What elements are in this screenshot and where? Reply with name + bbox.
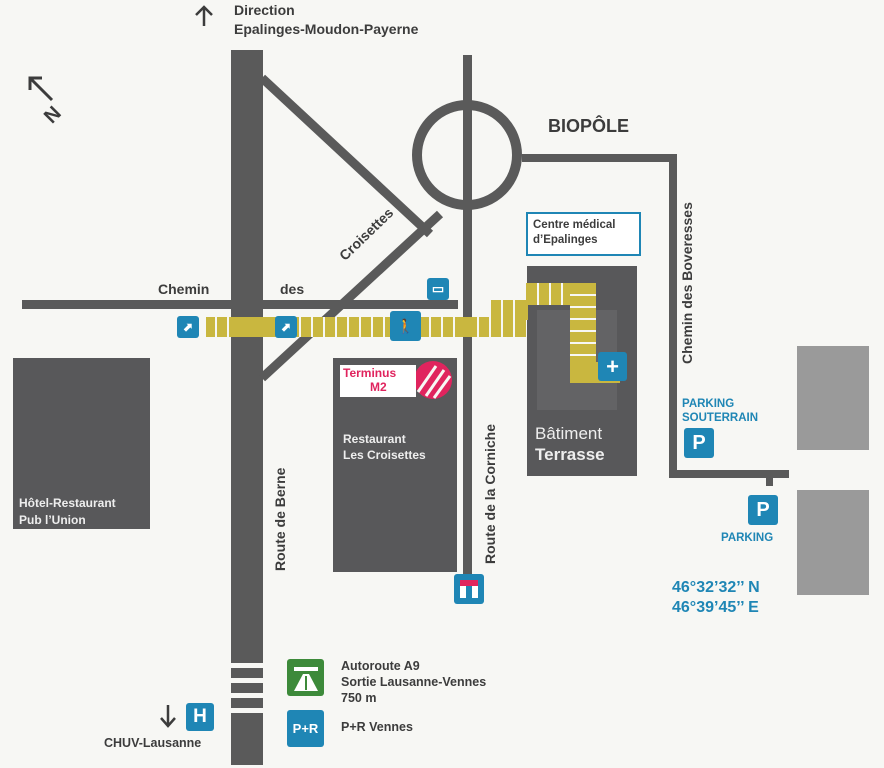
hotel-line2: Pub l’Union <box>19 513 86 527</box>
hospital-label: CHUV-Lausanne <box>104 736 202 750</box>
direction-title: Direction <box>234 2 295 18</box>
motorway-shape <box>293 666 318 691</box>
coordinates-lat: 46°32’32’’ N <box>672 579 760 596</box>
road-chemin-label: Chemin <box>158 281 210 297</box>
hotel-building <box>13 358 150 529</box>
restaurant-line2: Les Croisettes <box>343 448 426 462</box>
batiment-label: Bâtiment Terrasse <box>535 423 605 465</box>
biopole-label: BIOPÔLE <box>548 116 630 136</box>
centre-medical-line2: d’Epalinges <box>533 234 598 246</box>
terminus-line1: Terminus <box>343 366 397 380</box>
parking-souterrain-line1: PARKING <box>682 398 735 410</box>
parking-label: PARKING <box>721 532 774 544</box>
chemin-des-croisettes-road <box>22 300 458 309</box>
roundabout <box>412 100 522 210</box>
park-and-ride-label: P+R Vennes <box>341 720 413 734</box>
connector-diagonal-road <box>258 210 444 382</box>
centre-medical-line1: Centre médical <box>533 219 616 231</box>
batiment-line2: Terrasse <box>535 445 605 464</box>
autoroute-line1: Autoroute A9 <box>341 659 420 673</box>
restaurant-label: Restaurant Les Croisettes <box>343 431 426 463</box>
road-des-label: des <box>280 281 305 297</box>
compass-arrow-icon <box>28 76 54 102</box>
coordinates-lon: 46°39’45’’ E <box>672 599 759 616</box>
route-de-berne-road <box>231 50 263 765</box>
centre-medical-frame <box>526 212 641 256</box>
parking-souterrain-icon: P <box>684 428 714 458</box>
batiment-line1: Bâtiment <box>535 424 603 443</box>
parking-icon: P <box>748 495 778 525</box>
park-and-ride-icon: P+R <box>287 710 324 747</box>
hospital-icon: H <box>186 703 214 731</box>
route-de-la-corniche-label: Route de la Corniche <box>482 423 498 564</box>
down-arrow-icon <box>160 705 176 728</box>
parking-souterrain-label: PARKING SOUTERRAIN <box>682 397 758 425</box>
bus-icon: ▭ <box>427 278 449 300</box>
boveresses-road-bottom <box>669 470 789 478</box>
autoroute-line2: Sortie Lausanne-Vennes <box>341 675 487 689</box>
terminus-label: Terminus M2 <box>340 365 416 397</box>
dead-end-shape <box>460 580 478 598</box>
direction-arrow-up-icon <box>195 5 213 26</box>
boveresses-road-vertical <box>669 154 677 478</box>
centre-medical-label: Centre médical d’Epalinges <box>533 218 615 248</box>
pedestrian-path-stripes <box>215 283 596 356</box>
direction-destination: Epalinges-Moudon-Payerne <box>234 21 419 37</box>
escalator-icon-2: ⬈ <box>275 316 297 338</box>
croisettes-diagonal-road <box>258 74 434 238</box>
hotel-line1: Hôtel-Restaurant <box>19 496 116 510</box>
building-block-right-bottom <box>797 490 869 595</box>
parking-souterrain-line2: SOUTERRAIN <box>682 412 759 424</box>
route-de-berne-label: Route de Berne <box>272 467 288 571</box>
building-block-right-top <box>797 346 869 450</box>
terminus-line2: M2 <box>370 380 387 394</box>
restaurant-line1: Restaurant <box>343 432 406 446</box>
chemin-des-boveresses-label: Chemin des Boveresses <box>679 202 695 364</box>
escalator-icon: ⬈ <box>177 316 199 338</box>
pedestrian-crossing <box>231 663 263 713</box>
autoroute-line3: 750 m <box>341 691 377 705</box>
pedestrian-icon: 🚶 <box>390 311 421 341</box>
dead-end-icon <box>454 574 484 604</box>
metro-m2-icon <box>414 361 452 399</box>
motorway-icon <box>287 659 324 696</box>
boveresses-road-top <box>522 154 677 162</box>
hotel-label: Hôtel-Restaurant Pub l’Union <box>19 495 116 529</box>
medical-cross-icon: + <box>598 352 627 381</box>
parking-connector <box>766 470 773 486</box>
autoroute-label: Autoroute A9 Sortie Lausanne-Vennes 750 … <box>341 658 486 706</box>
